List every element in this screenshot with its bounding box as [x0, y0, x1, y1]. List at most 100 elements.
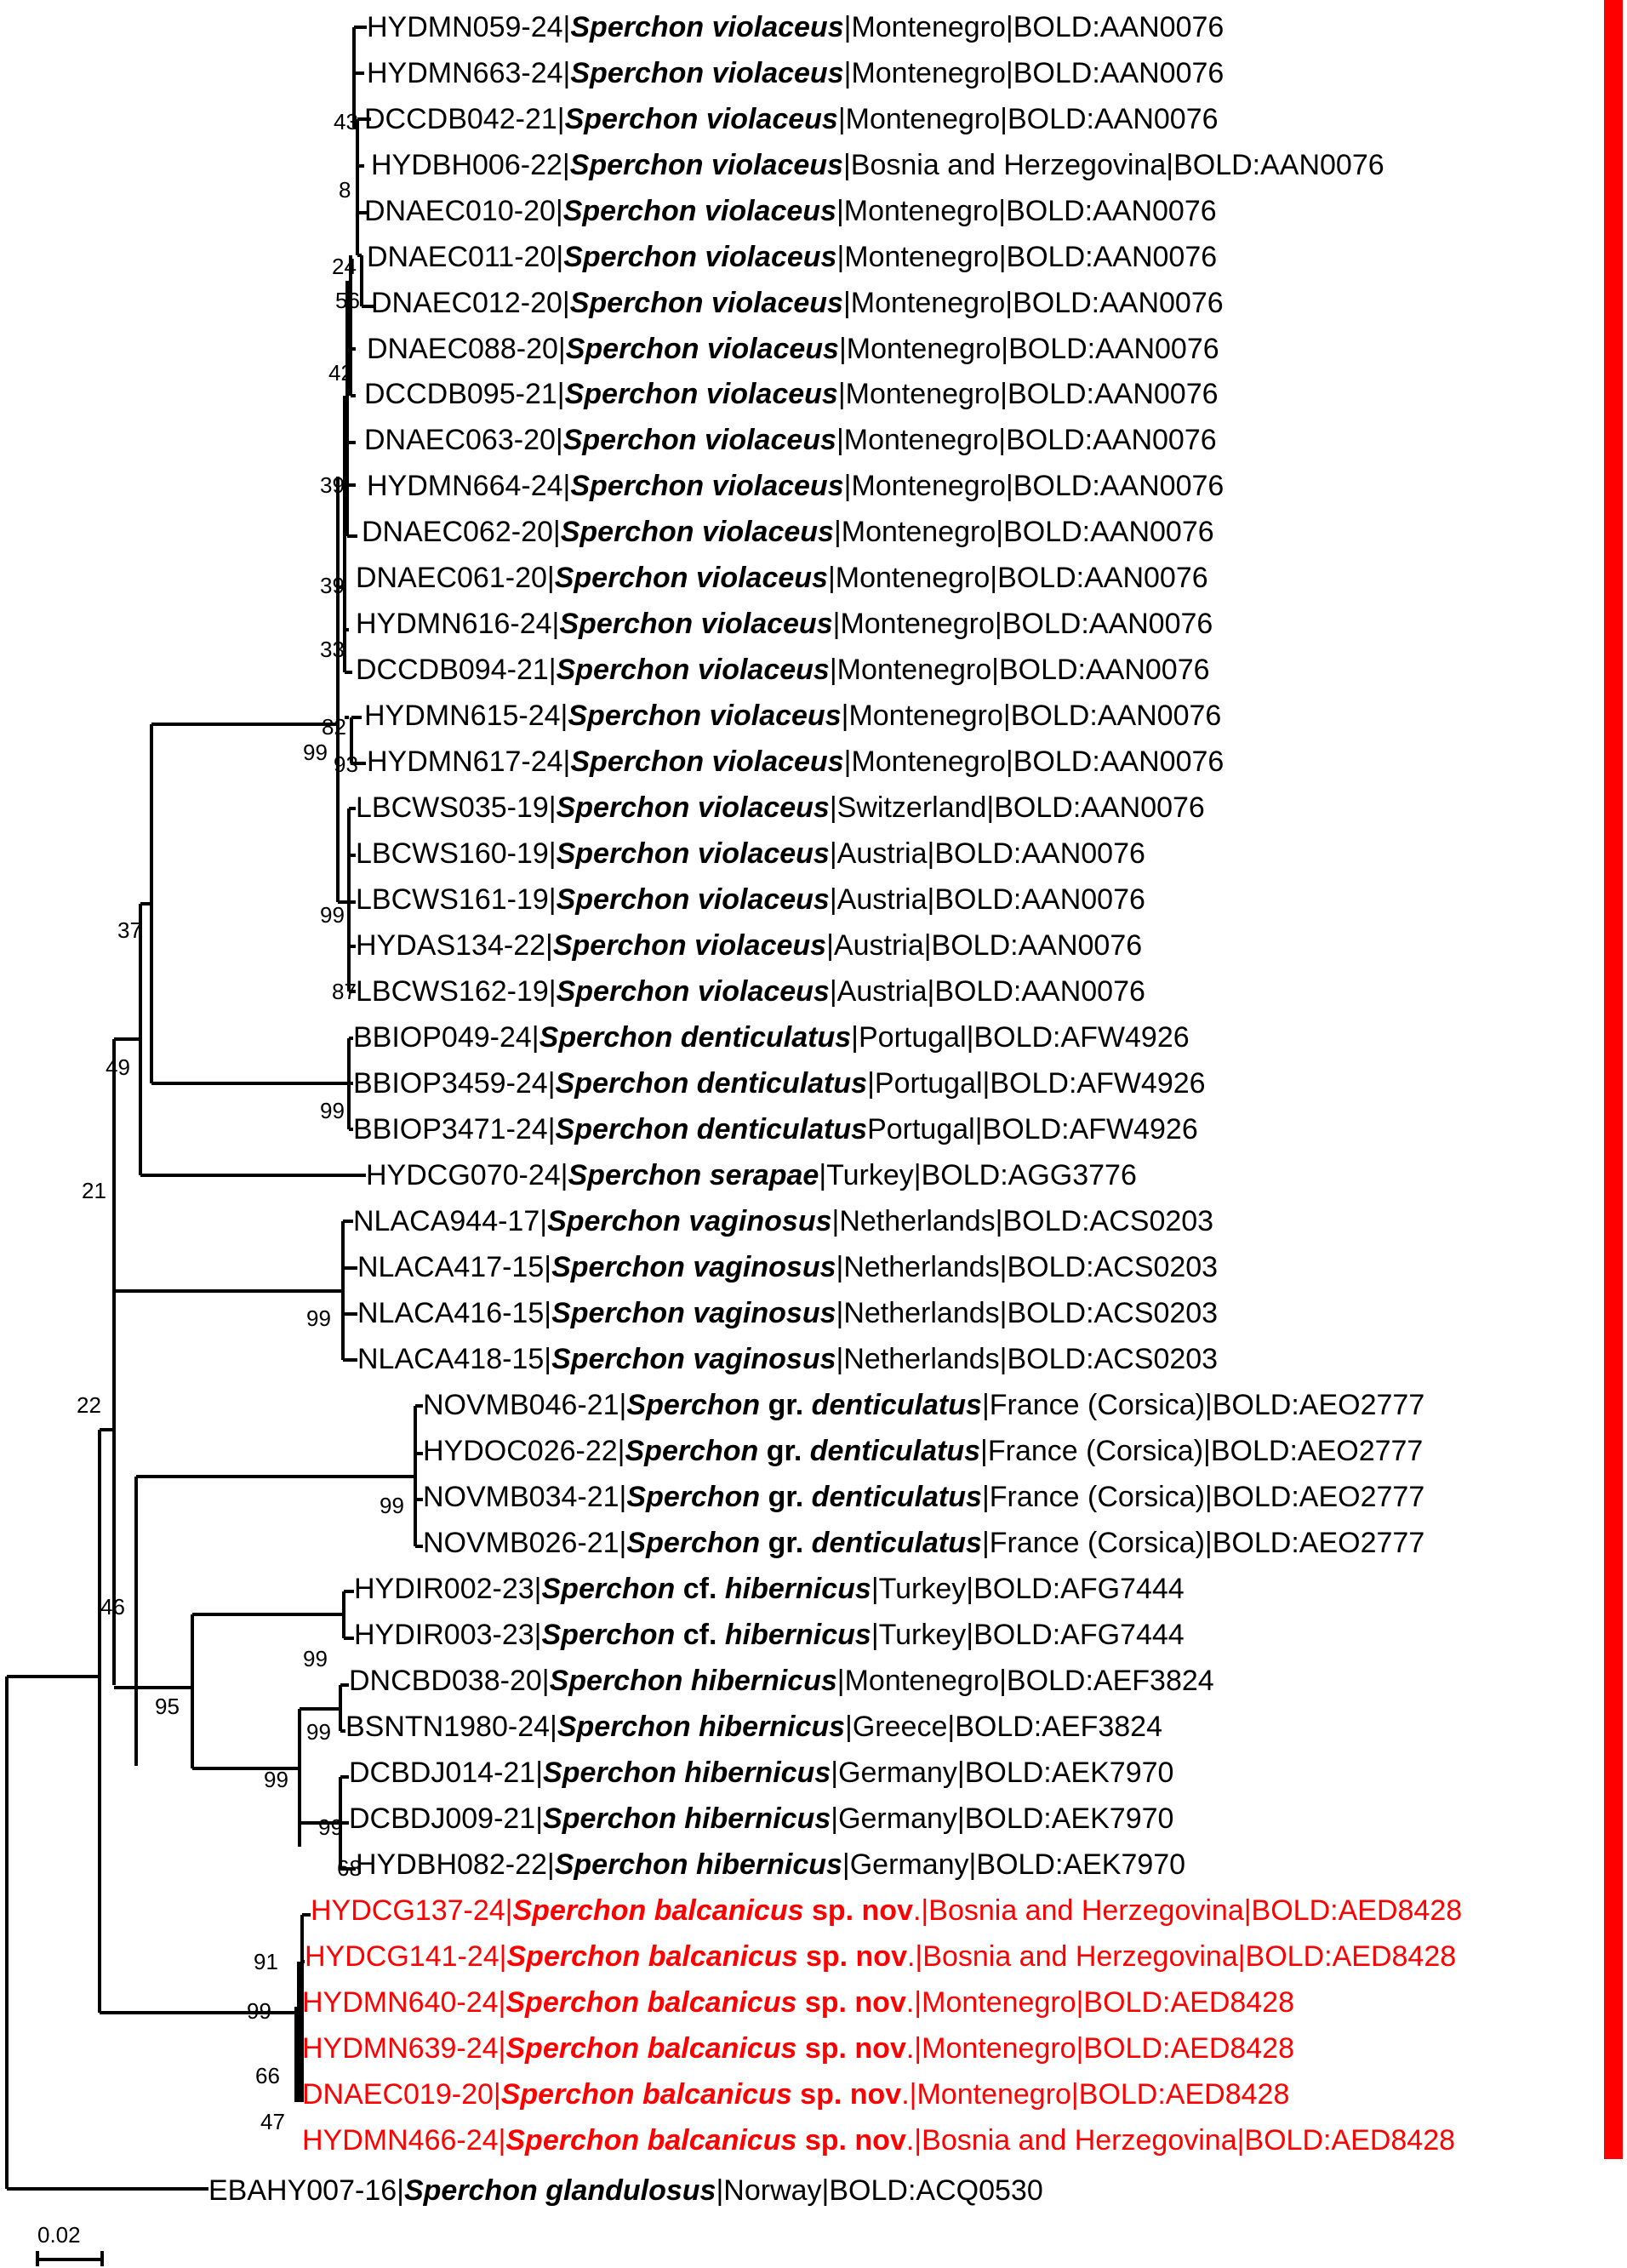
leaf-label-part: Sperchon	[626, 1481, 760, 1513]
leaf-label-part: DNAEC063-20|	[364, 424, 563, 456]
leaf-label-part: Sperchon	[566, 333, 699, 365]
leaf-label-part: HYDMN640-24|	[302, 1986, 505, 2019]
leaf-label-part: Sperchon	[557, 654, 690, 686]
leaf-label-part: cf.	[675, 1619, 716, 1651]
leaf-label-part: Sperchon	[557, 1711, 691, 1743]
leaf-label-part: violaceus	[704, 149, 843, 181]
leaf-label: DNAEC062-20|Sperchon violaceus|Montenegr…	[362, 516, 1214, 548]
support-value: 46	[100, 1594, 125, 1620]
leaf-label-part: DNAEC012-20|	[371, 287, 570, 319]
leaf-label: DCCDB094-21|Sperchon violaceus|Montenegr…	[356, 654, 1210, 686]
leaf-label-part: Sperchon	[507, 1940, 641, 1973]
leaf-label-part: |Montenegro|BOLD:AAN0076	[828, 562, 1208, 594]
branch-hibernicus	[136, 1590, 356, 1871]
leaf-label-part: Sperchon	[551, 1343, 685, 1375]
leaf-label-part: gr.	[760, 1527, 803, 1559]
leaf-label-part: NLACA418-15|	[357, 1343, 551, 1375]
leaf-label-part: LBCWS161-19|	[356, 883, 557, 916]
leaf-label: DNAEC063-20|Sperchon violaceus|Montenegr…	[364, 424, 1217, 456]
leaf-label: NOVMB046-21|Sperchon gr. denticulatus|Fr…	[423, 1389, 1424, 1421]
leaf-label-part: .|Bosnia and Herzegovina|BOLD:AED8428	[906, 2124, 1455, 2157]
leaf-label: DNAEC012-20|Sperchon violaceus|Montenegr…	[371, 287, 1224, 319]
leaf-label-part: NOVMB046-21|	[423, 1389, 626, 1421]
leaf-label-part: Sperchon	[547, 1205, 681, 1237]
leaf-label: DNCBD038-20|Sperchon hibernicus|Monteneg…	[349, 1665, 1214, 1697]
leaf-label-part: hibernicus	[688, 1848, 842, 1881]
leaf-label-part: sp. nov	[798, 1940, 908, 1973]
leaf-label-part: LBCWS160-19|	[356, 837, 557, 870]
leaf-label-part: Sperchon	[626, 1527, 760, 1559]
leaf-label-part: |Montenegro|BOLD:AAN0076	[836, 241, 1217, 273]
leaf-label: HYDMN664-24|Sperchon violaceus|Montenegr…	[367, 470, 1224, 502]
leaf-label-part: violaceus	[687, 929, 826, 962]
support-value: 24	[332, 254, 357, 279]
leaf-label-part: .|Bosnia and Herzegovina|BOLD:AED8428	[913, 1894, 1462, 1927]
leaf-label-part: |Montenegro|BOLD:AAN0076	[833, 608, 1213, 640]
leaf-label-part: |Austria|BOLD:AAN0076	[830, 975, 1145, 1008]
leaf-label-part: DNAEC011-20|	[367, 241, 563, 273]
leaf-label-part: sp. nov	[792, 2078, 902, 2111]
scale-bar-line	[36, 2251, 104, 2266]
leaf-label: NOVMB034-21|Sperchon gr. denticulatus|Fr…	[423, 1481, 1424, 1513]
leaf-label-part: violaceus	[697, 241, 836, 273]
leaf-label-part: gr.	[760, 1389, 803, 1421]
leaf-label-part: violaceus	[697, 424, 836, 456]
support-value: 37	[117, 917, 142, 943]
leaf-label-part: Sperchon	[557, 791, 690, 824]
leaf-label-part: violaceus	[694, 516, 834, 548]
leaf-label-part: HYDMN616-24|	[356, 608, 559, 640]
leaf-label: HYDMN466-24|Sperchon balcanicus sp. nov.…	[302, 2124, 1455, 2157]
support-value: 99	[320, 902, 345, 928]
leaf-label-part: hibernicus	[716, 1573, 871, 1605]
leaf-label-part: Sperchon	[557, 975, 690, 1008]
leaf-label: DNAEC011-20|Sperchon violaceus|Montenegr…	[367, 241, 1217, 273]
leaf-label-part: NLACA944-17|	[353, 1205, 547, 1237]
leaf-label-part: Sperchon	[505, 2032, 639, 2065]
leaf-label: HYDCG070-24|Sperchon serapae|Turkey|BOLD…	[366, 1159, 1137, 1191]
leaf-label-part: |Germany|BOLD:AEK7970	[831, 1802, 1173, 1835]
leaf-label-part: |France (Corsica)|BOLD:AEO2777	[980, 1435, 1423, 1467]
support-value: 99	[318, 1814, 343, 1840]
delimitation-bar	[1604, 0, 1623, 1010]
leaf-label-part: Sperchon	[570, 57, 704, 89]
delimitation-bar	[1604, 1378, 1623, 1562]
support-value: 93	[334, 751, 358, 777]
leaf-label-part: sp. nov	[796, 1986, 906, 2019]
leaf-label-part: HYDBH006-22|	[371, 149, 570, 181]
leaf-label-part: |Montenegro|BOLD:AAN0076	[843, 287, 1224, 319]
leaf-label-part: balcanicus	[635, 2078, 792, 2111]
support-value: 66	[255, 2063, 280, 2088]
support-value: 22	[77, 1392, 101, 1418]
leaf-label-part: violaceus	[697, 195, 836, 227]
leaf-label-part: denticulatus	[803, 1389, 982, 1421]
leaf-label-part: HYDMN664-24|	[367, 470, 570, 502]
leaf-label: HYDIR002-23|Sperchon cf. hibernicus|Turk…	[354, 1573, 1185, 1605]
leaf-label-part: violaceus	[689, 975, 829, 1008]
leaf-label-part: Sperchon	[561, 516, 694, 548]
leaf-label-part: Sperchon	[556, 1113, 689, 1145]
leaf-label-part: HYDIR003-23|	[354, 1619, 542, 1651]
leaf-label-part: sp. nov	[804, 1894, 914, 1927]
leaf-label: DNAEC010-20|Sperchon violaceus|Montenegr…	[364, 195, 1217, 227]
leaf-label-part: |France (Corsica)|BOLD:AEO2777	[982, 1389, 1424, 1421]
leaf-label-part: |Netherlands|BOLD:ACS0203	[836, 1343, 1219, 1375]
support-value: 21	[82, 1178, 106, 1203]
leaf-label-part: violaceus	[693, 608, 832, 640]
support-value: 39	[320, 573, 345, 598]
scale-bar-label: 0.02	[37, 2222, 81, 2248]
leaf-label-part: EBAHY007-16|	[208, 2174, 404, 2207]
leaf-label-part: Sperchon	[551, 1251, 685, 1283]
leaf-label-part: |Montenegro|BOLD:AAN0076	[844, 57, 1225, 89]
leaf-label-part: Sperchon	[570, 470, 704, 502]
leaf-label-part: NOVMB034-21|	[423, 1481, 626, 1513]
support-value: 95	[155, 1694, 180, 1719]
leaf-label-part: denticulatus	[688, 1067, 867, 1100]
leaf-label-part: |Germany|BOLD:AEK7970	[842, 1848, 1185, 1881]
leaf-label-part: Sperchon	[543, 1802, 676, 1835]
leaf-label: DCCDB095-21|Sperchon violaceus|Montenegr…	[364, 378, 1219, 410]
leaf-label: HYDBH006-22|Sperchon violaceus|Bosnia an…	[371, 149, 1384, 181]
leaf-label-part: |Austria|BOLD:AAN0076	[830, 883, 1145, 916]
leaf-label-part: HYDMN639-24|	[302, 2032, 505, 2065]
leaf-label: HYDOC026-22|Sperchon gr. denticulatus|Fr…	[423, 1435, 1423, 1467]
